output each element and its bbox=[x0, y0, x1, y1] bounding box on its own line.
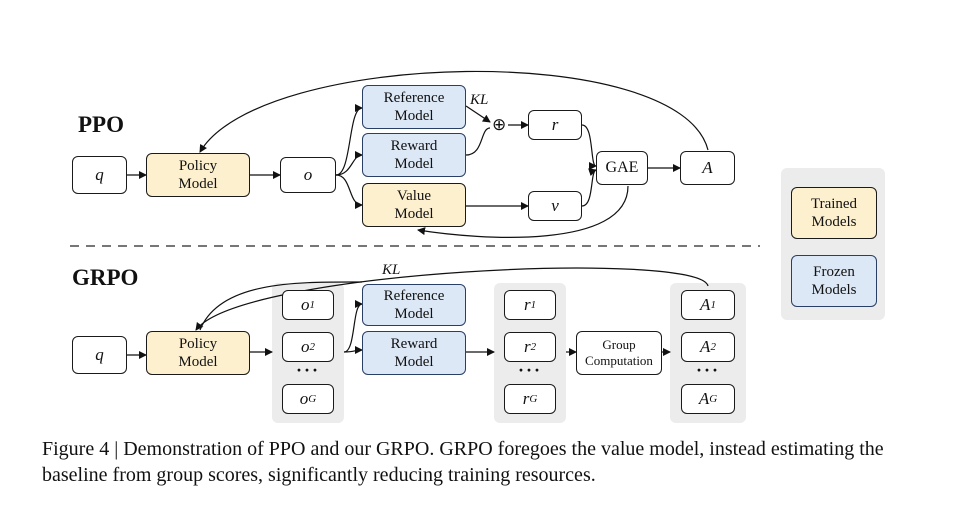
ppo-reference-model: Reference Model bbox=[362, 85, 466, 129]
ppo-policy-label-2: Model bbox=[178, 176, 218, 192]
grpo-reward-1-var: r bbox=[523, 295, 531, 314]
ppo-output-label: o bbox=[303, 165, 313, 184]
grpo-reward-1-sub: 1 bbox=[530, 299, 537, 311]
ppo-kl-label: KL bbox=[470, 92, 489, 108]
grpo-reward-label-2: Model bbox=[394, 354, 434, 370]
legend-frozen-label-2: Models bbox=[811, 282, 857, 298]
grpo-reward-label-1: Reward bbox=[390, 336, 438, 352]
ppo-title: PPO bbox=[78, 112, 124, 137]
grpo-advantage-2-var: A bbox=[700, 337, 711, 356]
ppo-reward-r-label: r bbox=[551, 115, 559, 134]
ppo-advantage-label: A bbox=[702, 158, 713, 177]
grpo-query-box: q bbox=[72, 336, 127, 374]
grpo-policy-label-2: Model bbox=[178, 354, 218, 370]
ppo-value-label-2: Model bbox=[394, 206, 434, 222]
grpo-advantage-ellipsis: ··· bbox=[696, 360, 721, 380]
ppo-policy-label-1: Policy bbox=[178, 158, 218, 174]
ppo-gae-box: GAE bbox=[596, 151, 648, 185]
ppo-reference-label-2: Model bbox=[394, 108, 434, 124]
ppo-reference-label-1: Reference bbox=[383, 90, 445, 106]
grpo-reward-2-var: r bbox=[523, 337, 531, 356]
ppo-value-v-box: v bbox=[528, 191, 582, 221]
grpo-output-2-sub: 2 bbox=[309, 341, 316, 353]
grpo-kl-label: KL bbox=[382, 262, 401, 278]
grpo-group-computation: Group Computation bbox=[576, 331, 662, 375]
grpo-policy-model: Policy Model bbox=[146, 331, 250, 375]
ppo-query-box: q bbox=[72, 156, 127, 194]
ppo-reward-label-2: Model bbox=[394, 156, 434, 172]
ppo-output-box: o bbox=[280, 157, 336, 193]
grpo-output-2-var: o bbox=[301, 337, 310, 356]
grpo-reference-label-1: Reference bbox=[383, 288, 445, 304]
ppo-plus-icon: ⊕ bbox=[492, 115, 507, 135]
grpo-output-ellipsis: ··· bbox=[296, 360, 321, 380]
legend-frozen: Frozen Models bbox=[791, 255, 877, 307]
ppo-value-label-1: Value bbox=[396, 188, 432, 204]
grpo-reward-model: Reward Model bbox=[362, 331, 466, 375]
ppo-gae-label: GAE bbox=[605, 159, 639, 176]
legend-trained-label-2: Models bbox=[811, 214, 857, 230]
grpo-output-1-sub: 1 bbox=[309, 299, 316, 311]
ppo-reward-label-1: Reward bbox=[390, 138, 438, 154]
grpo-group-label-2: Computation bbox=[585, 353, 653, 368]
grpo-output-g-var: o bbox=[299, 389, 309, 408]
grpo-advantage-1-sub: 1 bbox=[710, 299, 716, 311]
legend-frozen-label-1: Frozen bbox=[813, 264, 855, 280]
grpo-reference-model: Reference Model bbox=[362, 284, 466, 326]
grpo-advantage-1-var: A bbox=[700, 295, 711, 314]
legend-trained-label-1: Trained bbox=[810, 196, 858, 212]
ppo-query-label: q bbox=[95, 165, 104, 184]
grpo-reward-2-sub: 2 bbox=[530, 341, 537, 353]
grpo-reward-g-sub: G bbox=[529, 393, 538, 405]
grpo-advantage-2-sub: 2 bbox=[710, 341, 716, 353]
grpo-advantage-g-var: A bbox=[698, 389, 710, 408]
grpo-reward-ellipsis: ··· bbox=[518, 360, 543, 380]
legend-trained: Trained Models bbox=[791, 187, 877, 239]
grpo-advantage-g-sub: G bbox=[709, 393, 718, 405]
grpo-query-label: q bbox=[95, 345, 104, 364]
grpo-title: GRPO bbox=[72, 265, 139, 290]
ppo-policy-model: Policy Model bbox=[146, 153, 250, 197]
grpo-output-g-sub: G bbox=[308, 393, 317, 405]
grpo-output-1-var: o bbox=[301, 295, 310, 314]
ppo-reward-r-box: r bbox=[528, 110, 582, 140]
ppo-advantage-box: A bbox=[680, 151, 735, 185]
grpo-policy-label-1: Policy bbox=[178, 336, 218, 352]
grpo-reference-label-2: Model bbox=[394, 306, 434, 322]
grpo-reward-g-var: r bbox=[522, 389, 530, 408]
ppo-value-v-label: v bbox=[551, 196, 559, 215]
ppo-reward-model: Reward Model bbox=[362, 133, 466, 177]
ppo-value-model: Value Model bbox=[362, 183, 466, 227]
figure-caption: Figure 4 | Demonstration of PPO and our … bbox=[42, 438, 884, 486]
grpo-group-label-1: Group bbox=[602, 337, 636, 352]
